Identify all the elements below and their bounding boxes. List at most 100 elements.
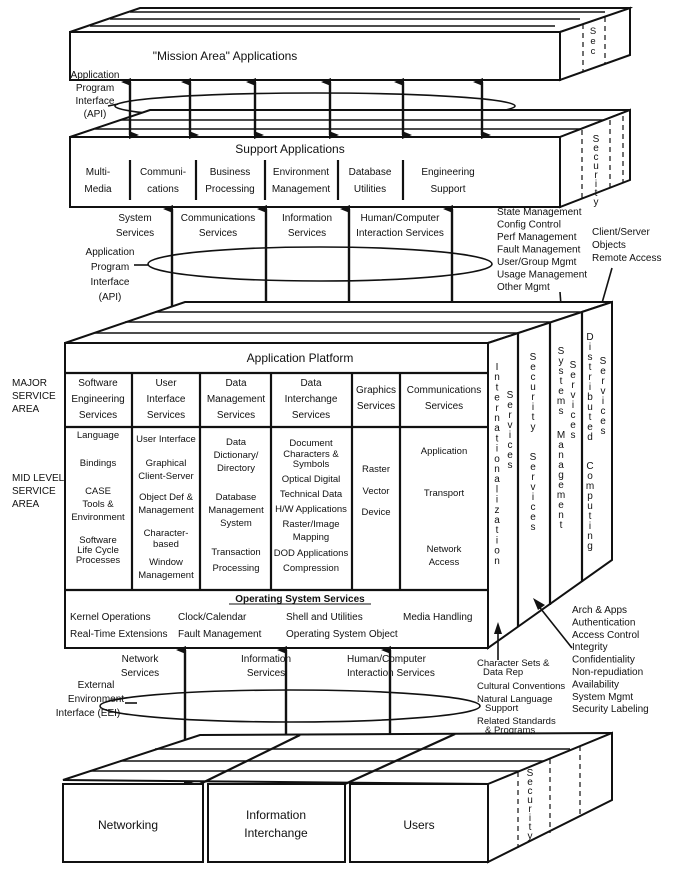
external-entity-label: Users [403,818,434,832]
api-top-line: (API) [84,109,107,120]
support-column-text: Utilities [354,184,386,195]
vertical-letter: n [587,531,593,542]
vertical-letter: i [572,400,574,411]
mid-service-text: Bindings [80,458,117,469]
vertical-letter: D [586,332,593,343]
networking-box [62,783,204,863]
support-column-text: Multi- [86,167,110,178]
vertical-letter: i [595,179,597,190]
mid-service-text: Characters & [283,449,339,460]
vertical-letter: c [528,786,533,797]
vertical-letter: s [559,366,564,377]
support-column-text: Environment [273,167,329,178]
vertical-letter: m [557,396,565,407]
distributed-services-label: Services [600,356,607,437]
mission-applications-layer: "Mission Area" Applications S e c [69,6,633,82]
vertical-letter: M [557,430,565,441]
mid-service-cell: DataDictionary/DirectoryDatabaseManageme… [208,437,264,574]
mid-service-text: Vector [363,486,390,497]
vertical-letter: v [508,420,513,431]
external-entity-label: Networking [98,818,158,832]
security-pointer [536,603,573,649]
vertical-letter: t [595,188,598,199]
vertical-letter: S [507,390,514,401]
mid-service-text: Database [216,492,257,503]
vertical-letter: r [495,403,499,414]
vertical-letter: S [530,452,537,463]
security-services-label: Services [530,452,537,533]
mid-service-text: Processes [76,555,121,566]
vertical-letter: r [594,170,598,181]
vertical-letter: i [589,382,591,393]
security-label: Security [530,352,537,433]
support-column-text: Business [210,167,251,178]
api-top-line: Application [71,70,120,81]
major-service-text: Interface [147,394,186,405]
vertical-letter: t [589,412,592,423]
support-column-text: Communi- [140,167,186,178]
mid-service-text: Device [361,507,390,518]
vertical-letter: g [558,470,564,481]
mid-service-text: Management [138,570,194,581]
mid-service-text: Compression [283,563,339,574]
api-top-label: Application Program Interface (API) [71,70,120,120]
support-column: Multi-Media [84,167,112,195]
systems-management-item: Config Control [497,220,561,231]
information-interchange-box [207,783,346,863]
mid-service-text: CASE [85,486,111,497]
vertical-services: InternationalizationServicesSecurityServ… [494,332,606,567]
vertical-letter: c [531,502,536,513]
os-services: Operating System Services Kernel Operati… [70,594,473,640]
api-top-arrows [121,78,491,139]
major-service-text: Services [79,410,117,421]
vertical-letter: u [587,501,593,512]
mid-level-service-area-label: MID LEVEL SERVICE AREA [12,473,65,510]
vertical-letter: u [593,161,599,172]
vertical-letter: r [528,804,532,815]
mid-service-text: Software [79,535,117,546]
security-item: Security Labeling [572,704,649,715]
users-box [349,783,489,863]
internationalization-item: Character Sets & [477,658,550,669]
api-service-label: Interaction Services [356,228,444,239]
vertical-letter: i [496,444,498,455]
os-item: Media Handling [403,612,473,623]
support-column-text: Management [272,184,331,195]
mid-service-cell: User InterfaceGraphicalClient-ServerObje… [136,434,196,581]
row-label-line: AREA [12,404,40,415]
vertical-letter: s [531,522,536,533]
vertical-letter: e [530,362,536,373]
vertical-letter: e [558,500,564,511]
security-item: Availability [572,679,619,690]
vertical-letter: a [494,474,500,485]
mid-service-text: Access [429,557,460,568]
major-service-area-label: MAJOR SERVICE AREA [12,378,56,415]
mid-service-text: Management [138,505,194,516]
api-top-line: Program [76,83,114,94]
vertical-letter: t [529,822,532,833]
external-side-label: Security [527,768,534,842]
api-top-line: Interface [76,96,115,107]
vertical-letter: e [558,386,564,397]
external-security-label: Security [527,768,534,842]
major-service-text: Graphics [356,385,396,396]
vertical-letter: n [494,413,500,424]
distributed-computing-item: Client/Server [592,227,650,238]
vertical-letter: i [532,492,534,503]
support-security-label: Security [593,134,600,208]
vertical-letter: y [531,422,536,433]
vertical-letter: p [587,491,593,502]
vertical-letter: n [494,464,500,475]
vertical-letter: a [558,440,564,451]
vertical-letter: g [587,541,593,552]
vertical-letter: o [494,546,500,557]
vertical-letter: l [496,484,498,495]
systems-management-item: Usage Management [497,270,587,281]
